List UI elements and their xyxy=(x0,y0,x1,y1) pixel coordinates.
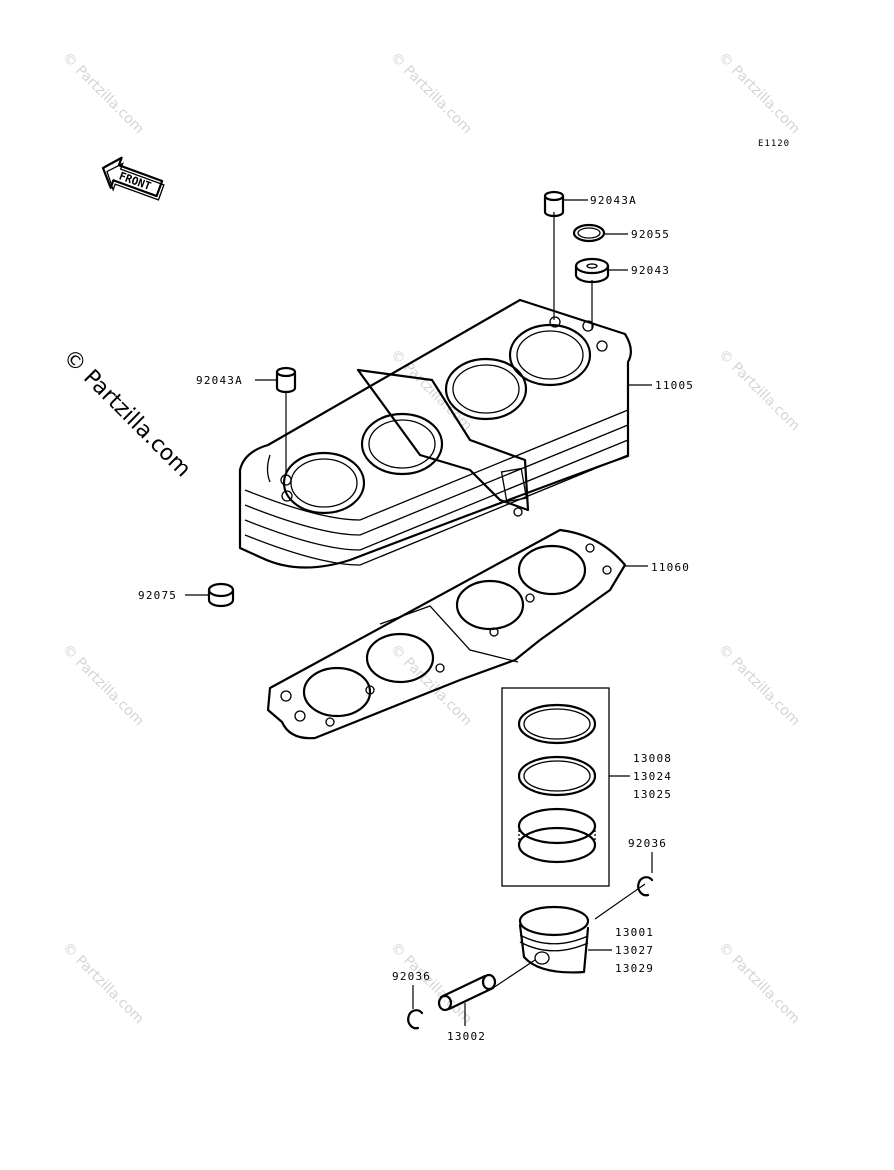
watermark-small: © Partzilla.com xyxy=(59,642,147,730)
diagram-code: E1120 xyxy=(758,139,790,149)
part-label-13027[interactable]: 13027 xyxy=(615,944,654,957)
piston-ring-set-box xyxy=(501,687,610,887)
part-label-13001[interactable]: 13001 xyxy=(615,926,654,939)
watermark-small: © Partzilla.com xyxy=(387,347,475,435)
watermark-small: © Partzilla.com xyxy=(387,642,475,730)
watermark-small: © Partzilla.com xyxy=(715,642,803,730)
watermark-small: © Partzilla.com xyxy=(715,347,803,435)
part-label-92055[interactable]: 92055 xyxy=(631,228,670,241)
part-label-13025[interactable]: 13025 xyxy=(633,788,672,801)
front-arrow-icon: FRONT xyxy=(101,156,165,201)
part-label-13024[interactable]: 13024 xyxy=(633,770,672,783)
cylinder-block[interactable] xyxy=(238,298,632,569)
leader-92043a-top xyxy=(553,199,588,320)
watermark-small: © Partzilla.com xyxy=(715,50,803,138)
front-label: FRONT xyxy=(117,169,153,193)
leader-piston-pin-line xyxy=(492,959,536,989)
dowel-pin-left[interactable] xyxy=(275,366,297,394)
rubber-cap[interactable] xyxy=(207,582,235,608)
part-label-92036-right[interactable]: 92036 xyxy=(628,837,667,850)
watermark-grid: © Partzilla.com © Partzilla.com © Partzi… xyxy=(59,50,803,1028)
watermark-small: © Partzilla.com xyxy=(59,940,147,1028)
watermark-main: © Partzilla.com xyxy=(58,345,196,483)
leader-92043a-left xyxy=(255,379,287,476)
rubber-bushing[interactable] xyxy=(574,257,610,284)
part-label-92043[interactable]: 92043 xyxy=(631,264,670,277)
piston-pin[interactable] xyxy=(437,973,497,1012)
part-label-13029[interactable]: 13029 xyxy=(615,962,654,975)
part-label-92043a-left[interactable]: 92043A xyxy=(196,374,243,387)
part-label-13008[interactable]: 13008 xyxy=(633,752,672,765)
watermark-small: © Partzilla.com xyxy=(387,940,475,1028)
piston-pin-clip-right[interactable] xyxy=(637,876,654,897)
piston-ring-oil[interactable] xyxy=(517,807,597,864)
part-label-92075[interactable]: 92075 xyxy=(138,589,177,602)
o-ring[interactable] xyxy=(572,223,606,243)
part-label-11005[interactable]: 11005 xyxy=(655,379,694,392)
piston-ring-top[interactable] xyxy=(517,703,597,745)
piston[interactable] xyxy=(518,905,590,974)
part-label-11060[interactable]: 11060 xyxy=(651,561,690,574)
part-label-92036-left[interactable]: 92036 xyxy=(392,970,431,983)
part-label-13002[interactable]: 13002 xyxy=(447,1030,486,1043)
leader-92036-right xyxy=(594,852,653,920)
leader-92043 xyxy=(591,269,628,330)
watermark-small: © Partzilla.com xyxy=(59,50,147,138)
watermark-small: © Partzilla.com xyxy=(715,940,803,1028)
piston-pin-clip-left[interactable] xyxy=(407,1009,424,1030)
cylinder-head-gasket[interactable] xyxy=(266,528,627,740)
watermark-small: © Partzilla.com xyxy=(387,50,475,138)
part-label-92043a-top[interactable]: 92043A xyxy=(590,194,637,207)
piston-ring-second[interactable] xyxy=(517,755,597,797)
o-ring-inner xyxy=(577,227,601,239)
